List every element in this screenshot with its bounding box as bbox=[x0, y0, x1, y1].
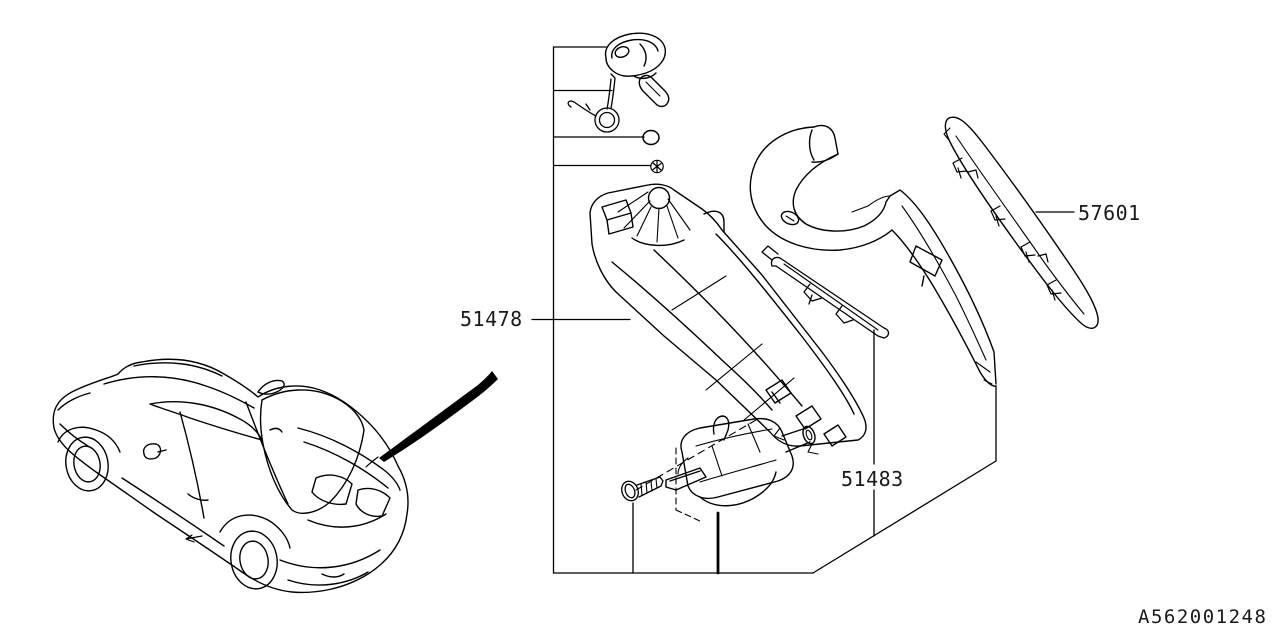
front-wheel-arch bbox=[57, 426, 121, 453]
tail-light-left bbox=[311, 474, 353, 506]
pocket-clip bbox=[795, 405, 822, 430]
bumper-crease bbox=[279, 549, 381, 569]
rear-window bbox=[259, 389, 365, 514]
finisher-clip bbox=[990, 205, 1006, 227]
front-wheel bbox=[65, 436, 109, 492]
side-mirror bbox=[142, 443, 162, 460]
diagram-code: A562001248 bbox=[1138, 606, 1268, 628]
strip-end-tab bbox=[761, 245, 779, 261]
tail-light-right bbox=[355, 487, 391, 518]
pillar-line bbox=[245, 401, 289, 505]
part-strip-51483 bbox=[761, 245, 890, 339]
side-window bbox=[149, 401, 263, 441]
frame-diagonal bbox=[812, 460, 997, 574]
part-grommet-nut bbox=[650, 159, 664, 174]
part-screw bbox=[621, 476, 664, 502]
actuator-post bbox=[712, 415, 730, 441]
actuator-plunger bbox=[781, 427, 811, 453]
strip-clip bbox=[803, 283, 823, 305]
deck-edge bbox=[297, 427, 401, 491]
door-seam bbox=[179, 411, 205, 519]
part-filler-pocket-51478 bbox=[589, 183, 867, 455]
finisher-clip bbox=[1046, 279, 1062, 301]
sill-line bbox=[121, 477, 225, 547]
part-protector-bracket bbox=[749, 124, 997, 387]
part-torsion-spring bbox=[567, 73, 620, 133]
fuel-door-arrow bbox=[185, 534, 203, 543]
bracket-hole bbox=[780, 210, 800, 226]
filler-neck-hole bbox=[647, 186, 671, 210]
roof-line bbox=[133, 362, 223, 377]
windshield-base-line bbox=[103, 376, 255, 409]
pocket-tab bbox=[601, 199, 634, 235]
pocket-clip bbox=[823, 424, 847, 447]
part-o-ring bbox=[642, 129, 660, 146]
finisher-clip bbox=[1020, 241, 1049, 263]
rim-curl bbox=[703, 210, 725, 233]
rear-wheel bbox=[230, 530, 278, 590]
assembly-frame-lines bbox=[531, 46, 1075, 575]
part-finisher-57601 bbox=[943, 116, 1099, 329]
bumper-lower bbox=[287, 571, 369, 586]
door-handle bbox=[187, 493, 209, 501]
roof-antenna-fin bbox=[257, 379, 285, 395]
part-lock-cylinder-key bbox=[604, 32, 670, 108]
bracket-clip bbox=[909, 245, 943, 287]
actuator-body bbox=[680, 417, 794, 500]
strip-clip bbox=[835, 305, 854, 324]
part-lock-actuator bbox=[635, 415, 816, 522]
part-label-57601: 57601 bbox=[1078, 201, 1141, 225]
part-label-51478: 51478 bbox=[460, 307, 523, 331]
spoiler-lip bbox=[303, 441, 389, 489]
tail-panel-line bbox=[307, 513, 387, 528]
rear-wheel-arch bbox=[219, 514, 291, 549]
leader-swoosh bbox=[365, 371, 498, 468]
pocket-clip bbox=[765, 379, 792, 404]
part-label-51483: 51483 bbox=[841, 467, 904, 491]
actuator-lever bbox=[665, 467, 707, 491]
finisher-clip bbox=[952, 157, 979, 179]
pocket-rim-inner bbox=[715, 233, 855, 415]
car-illustration bbox=[52, 358, 409, 594]
